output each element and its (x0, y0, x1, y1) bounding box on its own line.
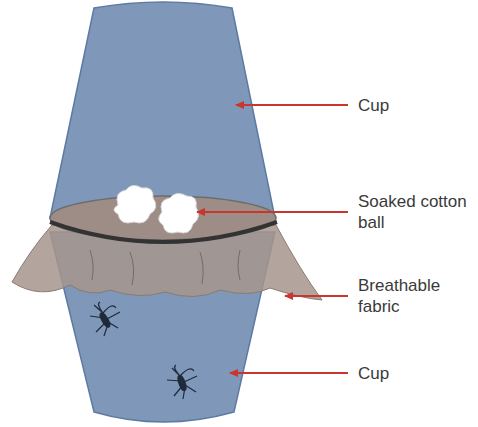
part-label: Cup (358, 95, 468, 116)
mosquito (90, 302, 197, 399)
cotton-balls (114, 185, 198, 233)
top-cup (50, 2, 275, 218)
leader-arrow (197, 105, 348, 373)
part-label: Soaked cotton ball (358, 191, 468, 233)
fabric-folds (90, 250, 240, 285)
part-label: Cup (358, 363, 468, 384)
part-label: Breathable fabric (358, 275, 468, 317)
